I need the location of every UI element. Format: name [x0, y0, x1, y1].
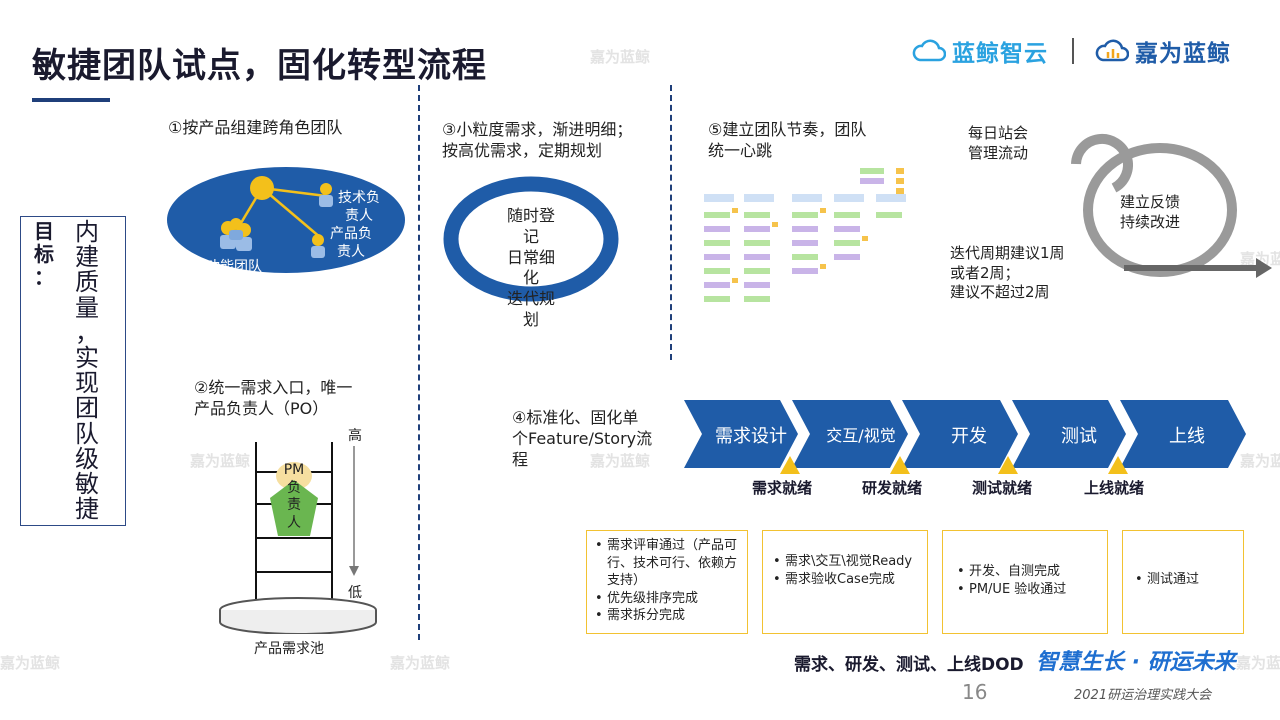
goal-text: 内建质量 ，实现团 队级敏捷 — [75, 218, 99, 524]
logo-canway: 嘉为蓝鲸 — [1095, 34, 1231, 68]
stage-label: 交互/视觉 — [826, 426, 896, 445]
sec1-heading: ①按产品组建跨角色团队 — [168, 118, 343, 137]
dod-text: 需求、研发、测试、上线DOD — [794, 655, 1024, 675]
criteria-item: 开发、自测完成 — [955, 563, 1099, 581]
gate-triangle-icon — [998, 456, 1018, 474]
feedback-label: 建立反馈持续改进 — [1120, 193, 1181, 232]
criteria-item: 需求拆分完成 — [593, 607, 741, 625]
page-number: 16 — [962, 680, 988, 704]
priority-low-label: 低 — [348, 585, 362, 601]
sec2-heading: ②统一需求入口，唯一产品负责人（PO） — [194, 378, 353, 418]
sec3-heading: ③小粒度需求，渐进明细；按高优需求，定期规划 — [442, 120, 633, 160]
gate-label: 需求就绪 — [752, 479, 813, 497]
cloud-logo-icon — [912, 39, 946, 62]
title-underline — [32, 98, 110, 102]
stage-chevron — [902, 400, 1018, 468]
daily-standup-label: 每日站会管理流动 — [968, 124, 1029, 162]
arrow-down-icon — [349, 566, 359, 576]
team-diagram — [167, 167, 405, 273]
criteria-item: PM/UE 验收通过 — [955, 581, 1099, 599]
watermark: 嘉为蓝鲸 — [1236, 654, 1280, 672]
cloud-logo-icon — [1095, 39, 1129, 62]
stage-label: 测试 — [1061, 426, 1097, 447]
person-icon — [311, 234, 325, 258]
gate-label: 上线就绪 — [1084, 479, 1145, 497]
page-title: 敏捷团队试点，固化转型流程 — [32, 46, 487, 86]
criteria-item: 测试通过 — [1133, 571, 1235, 589]
criteria-item: 需求\交互\视觉Ready — [771, 553, 919, 571]
backlog-pool-label: 产品需求池 — [254, 641, 324, 657]
goal-box — [20, 216, 126, 526]
priority-high-label: 高 — [348, 428, 362, 444]
watermark: 嘉为蓝鲸 — [390, 654, 451, 672]
logo-divider — [1072, 38, 1074, 64]
divider-middle — [670, 85, 672, 360]
criteria-box: 需求评审通过（产品可行、技术可行、依赖方支持） 优先级排序完成 需求拆分完成 — [586, 530, 748, 634]
iteration-cycle-note: 迭代周期建议1周或者2周；建议不超过2周 — [950, 244, 1065, 301]
stage-chevron — [1120, 400, 1246, 468]
feedback-loop-diagram — [1071, 134, 1272, 278]
stage-label: 上线 — [1169, 426, 1205, 447]
kanban-board-icon — [704, 168, 906, 302]
sec4-heading: ④标准化、固化单个Feature/Story流程 — [512, 408, 653, 469]
process-chevrons — [684, 400, 1246, 468]
refinement-ring — [443, 176, 619, 302]
tech-owner-label: 技术负责人 — [338, 190, 380, 224]
stage-label: 需求设计 — [715, 426, 787, 447]
slogan: 智慧生长 · 研运未来 — [1036, 650, 1236, 675]
watermark: 嘉为蓝鲸 — [0, 654, 61, 672]
watermark: 嘉为蓝鲸 — [190, 452, 251, 470]
stage-label: 开发 — [951, 426, 987, 447]
conference-name: 2021研运治理实践大会 — [1074, 688, 1212, 703]
criteria-box: 开发、自测完成 PM/UE 验收通过 — [942, 530, 1108, 634]
stage-chevron — [1012, 400, 1126, 468]
arrow-right-icon — [1256, 258, 1272, 278]
stage-chevron — [684, 400, 798, 468]
sec5-heading: ⑤建立团队节奏，团队统一心跳 — [708, 120, 867, 160]
criteria-item: 需求评审通过（产品可行、技术可行、依赖方支持） — [593, 537, 741, 590]
watermark: 嘉为蓝鲸 — [590, 452, 651, 470]
criteria-item: 优先级排序完成 — [593, 590, 741, 608]
gate-label: 研发就绪 — [862, 479, 923, 497]
person-icon — [229, 218, 243, 240]
criteria-box: 测试通过 — [1122, 530, 1244, 634]
watermark: 嘉为蓝鲸 — [1240, 250, 1280, 268]
logo-bluking-cloud: 蓝鲸智云 — [912, 34, 1048, 68]
watermark: 嘉为蓝鲸 — [1240, 452, 1280, 470]
ring-text: 随时登记日常细化迭代规划 — [506, 206, 555, 329]
criteria-item: 需求验收Case完成 — [771, 571, 919, 589]
gate-triangle-icon — [780, 456, 800, 474]
divider-left — [418, 85, 420, 640]
person-icon — [319, 183, 333, 207]
backlog-ladder — [219, 442, 377, 634]
stage-chevron — [792, 400, 908, 468]
criteria-box: 需求\交互\视觉Ready 需求验收Case完成 — [762, 530, 928, 634]
gate-triangle-icon — [890, 456, 910, 474]
full-team-label: 全功能团队 — [192, 259, 262, 275]
product-owner-label: 产品负责人 — [330, 226, 372, 260]
watermark: 嘉为蓝鲸 — [590, 48, 651, 66]
gate-triangle-icon — [1108, 456, 1128, 474]
goal-label: 目标： — [34, 219, 54, 289]
gate-label: 测试就绪 — [972, 479, 1033, 497]
